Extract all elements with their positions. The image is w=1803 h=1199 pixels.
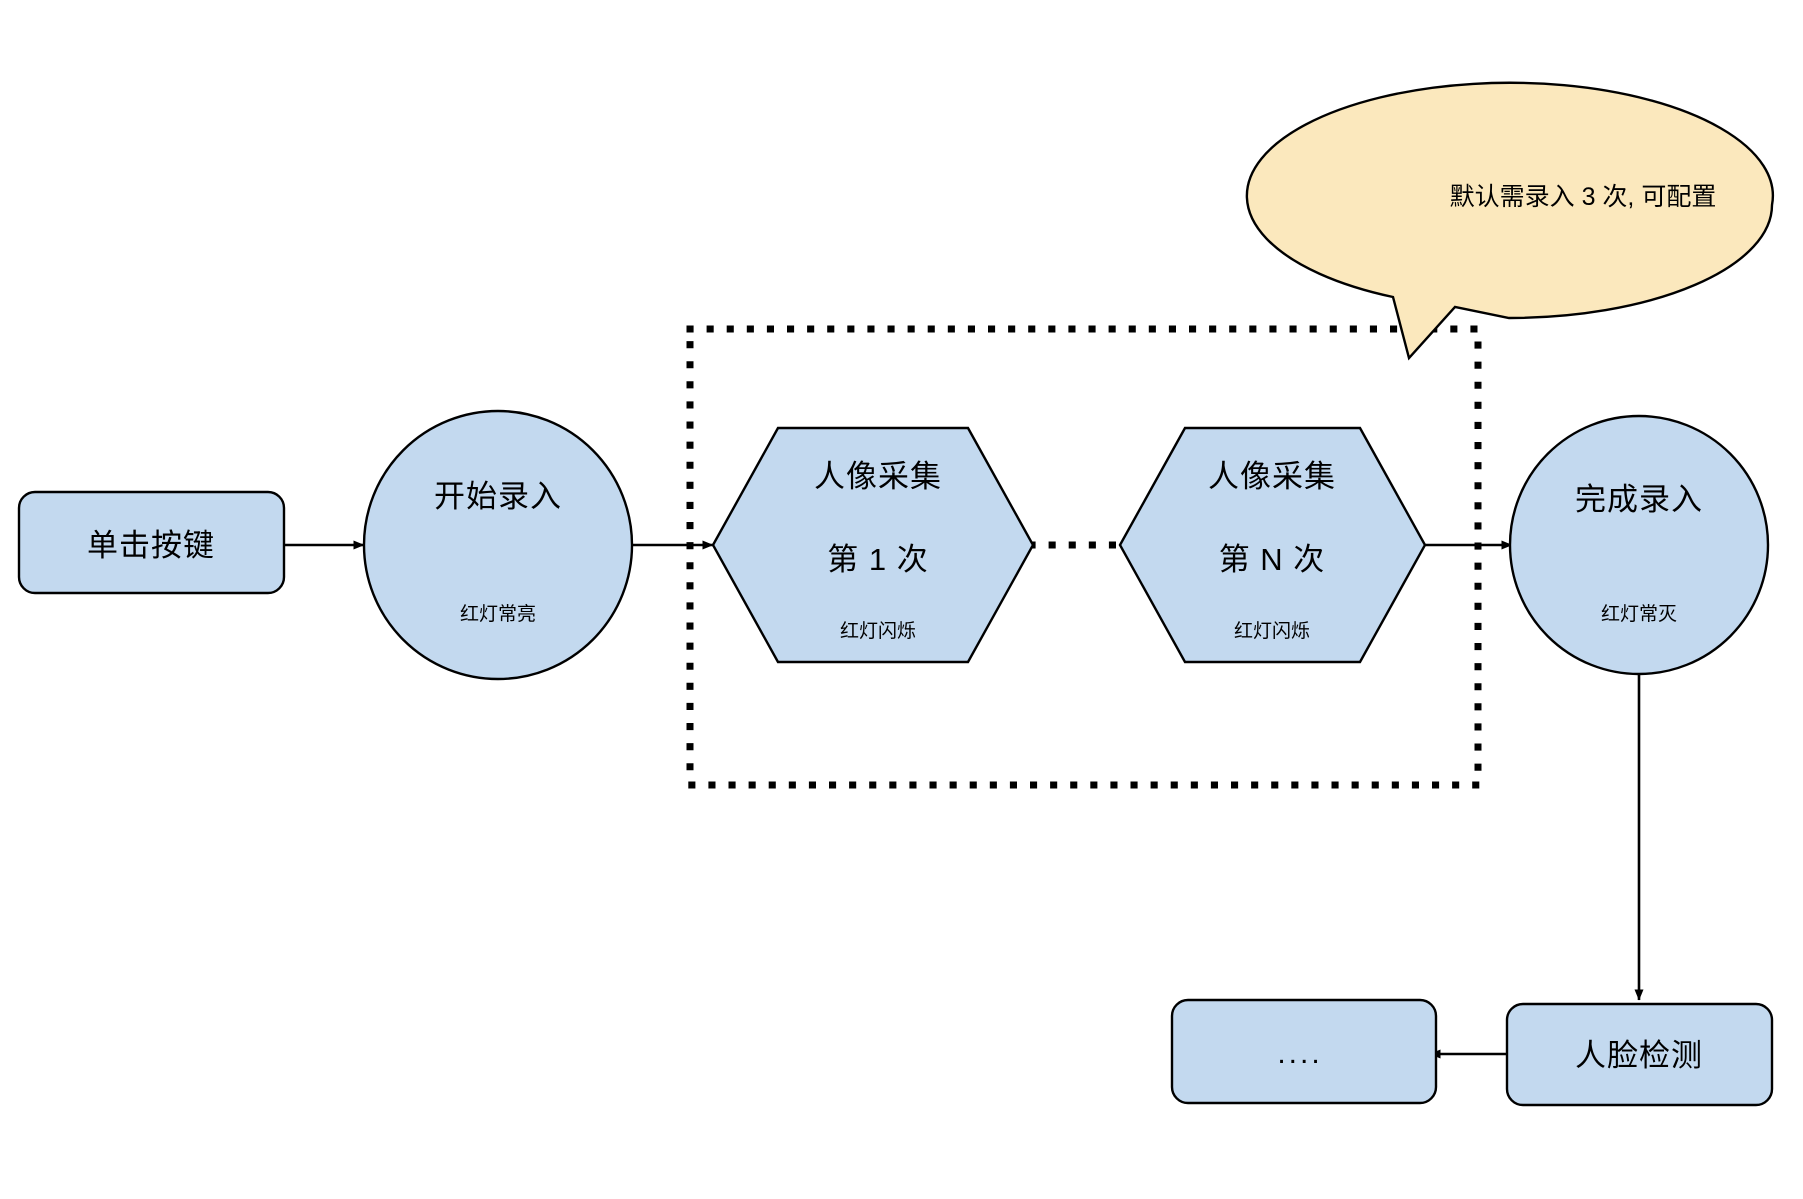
capture-nth-sublabel: 红灯闪烁 bbox=[1234, 620, 1310, 642]
node-click-key[interactable]: 单击按键 bbox=[17, 490, 286, 595]
capture-first-sublabel: 红灯闪烁 bbox=[840, 620, 916, 642]
node-capture-first[interactable]: 人像采集 第 1 次 红灯闪烁 bbox=[711, 426, 1035, 664]
capture-nth-shape bbox=[1118, 426, 1427, 664]
node-start-enroll[interactable]: 开始录入 红灯常亮 bbox=[362, 409, 634, 681]
capture-first-label: 人像采集 bbox=[814, 459, 942, 494]
callout-default-times[interactable]: 默认需录入 3 次, 可配置 bbox=[1245, 81, 1775, 361]
finish-enroll-sublabel: 红灯常灭 bbox=[1601, 603, 1677, 625]
callout-shape bbox=[1245, 81, 1775, 361]
start-enroll-sublabel: 红灯常亮 bbox=[460, 603, 536, 625]
node-face-detect[interactable]: 人脸检测 bbox=[1505, 1002, 1774, 1107]
capture-nth-label: 人像采集 bbox=[1208, 459, 1336, 494]
face-detect-shape bbox=[1505, 1002, 1774, 1107]
capture-nth-label2: 第 N 次 bbox=[1219, 542, 1326, 577]
callout-text: 默认需录入 3 次, 可配置 bbox=[1450, 183, 1717, 211]
more-steps-label: .... bbox=[1277, 1037, 1322, 1070]
start-enroll-shape bbox=[362, 409, 634, 681]
finish-enroll-shape bbox=[1508, 414, 1770, 676]
click-key-shape bbox=[17, 490, 286, 595]
node-more-steps[interactable]: .... bbox=[1170, 998, 1438, 1105]
node-capture-nth[interactable]: 人像采集 第 N 次 红灯闪烁 bbox=[1118, 426, 1427, 664]
capture-first-label2: 第 1 次 bbox=[827, 542, 928, 577]
finish-enroll-label: 完成录入 bbox=[1575, 482, 1703, 517]
node-finish-enroll[interactable]: 完成录入 红灯常灭 bbox=[1508, 414, 1770, 676]
more-steps-shape bbox=[1170, 998, 1438, 1105]
face-detect-label: 人脸检测 bbox=[1575, 1038, 1703, 1073]
capture-first-shape bbox=[711, 426, 1035, 664]
start-enroll-label: 开始录入 bbox=[434, 479, 562, 514]
click-key-label: 单击按键 bbox=[87, 528, 215, 563]
